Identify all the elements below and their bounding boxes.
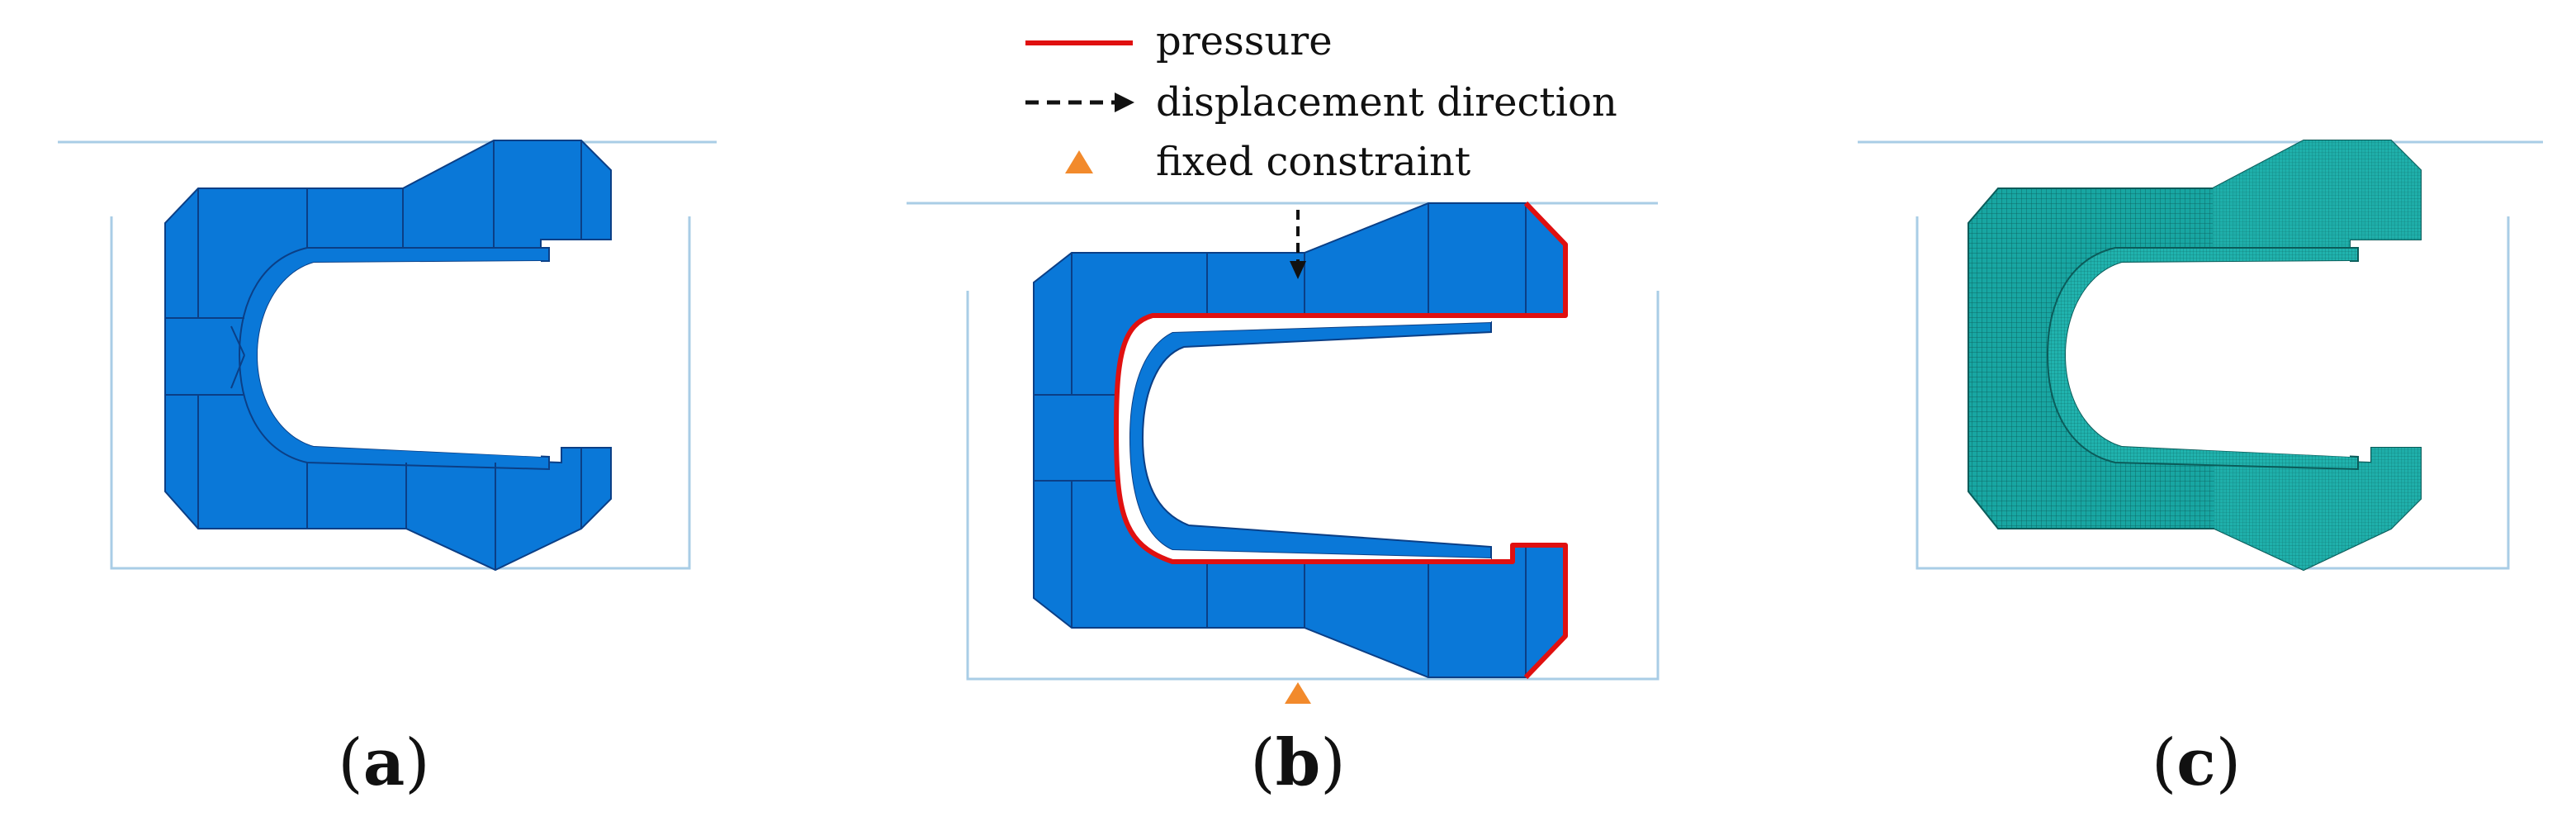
legend-label-fixed: fixed constraint <box>1156 139 1470 185</box>
meshed-fine-region-lower <box>2214 448 2421 570</box>
fixed-constraint-marker <box>1285 682 1311 704</box>
panel-a: (a) <box>58 140 717 800</box>
legend-item-fixed: fixed constraint <box>1065 139 1470 185</box>
legend: pressure displacement direction fixed co… <box>1025 18 1617 185</box>
seal-partitions-a <box>165 140 582 570</box>
panel-c: (c) <box>1858 140 2543 800</box>
seal-lip-b <box>1128 320 1492 560</box>
arrowhead-icon <box>1115 93 1134 112</box>
seal-gap-a <box>258 261 541 457</box>
displacement-arrow <box>1290 210 1306 279</box>
panel-b: (b) <box>907 201 1660 800</box>
groove-outline-b <box>907 202 1660 681</box>
seal-body-a <box>164 140 612 572</box>
triangle-icon <box>1065 150 1093 173</box>
panel-label-b: (b) <box>1250 725 1345 800</box>
legend-label-displacement: displacement direction <box>1156 79 1617 126</box>
legend-label-pressure: pressure <box>1156 18 1333 64</box>
panel-label-c: (c) <box>2152 725 2241 800</box>
panel-label-a: (a) <box>338 725 429 800</box>
legend-item-pressure: pressure <box>1025 18 1333 64</box>
meshed-fine-region <box>2213 140 2421 251</box>
meshed-gap <box>2066 261 2350 457</box>
seal-gap-b <box>1116 316 1491 562</box>
groove-outline-c <box>1858 140 2543 570</box>
seal-partitions-b <box>1034 203 1527 677</box>
pressure-boundary <box>1114 201 1568 680</box>
legend-item-displacement: displacement direction <box>1025 79 1617 126</box>
groove-outline-a <box>58 140 717 570</box>
